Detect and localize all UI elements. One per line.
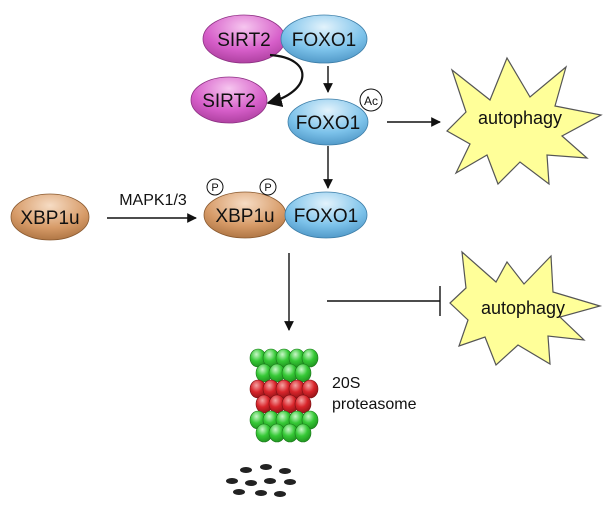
foxo1-label-top: FOXO1 (292, 30, 356, 51)
sirt2-release-arrow (266, 53, 304, 108)
foxo1-node-top: FOXO1 (280, 14, 368, 64)
proteasome-subunit (294, 363, 312, 383)
sirt2-node-top: SIRT2 (202, 14, 286, 64)
inhibits-autophagy-line (327, 286, 441, 316)
foxo1-node-bound: FOXO1 (284, 191, 368, 239)
autophagy-starburst-top: autophagy (446, 56, 603, 186)
acetyl-label: Ac (364, 94, 378, 108)
proteasome-label-line1: 20S (332, 375, 360, 392)
sirt2-label-released: SIRT2 (202, 91, 256, 112)
peptide-fragment (264, 478, 276, 484)
autophagy-label-top: autophagy (478, 108, 562, 128)
proteasome-label-line2: proteasome (332, 396, 417, 413)
foxo1-label-acetylated: FOXO1 (296, 113, 360, 134)
proteasome-20s (249, 348, 319, 443)
peptide-fragment (245, 480, 257, 486)
peptide-fragment (233, 489, 245, 495)
phospho-label-1: P (211, 182, 218, 194)
peptide-fragment (260, 464, 272, 470)
proteasome-subunit (294, 423, 312, 443)
phospho-badge-2: P (259, 178, 277, 196)
proteasome-subunit (294, 394, 312, 414)
acetyl-badge: Ac (359, 88, 383, 112)
peptide-fragment (279, 468, 291, 474)
foxo1-node-acetylated: FOXO1 (287, 98, 369, 146)
phospho-badge-1: P (206, 178, 224, 196)
peptide-fragment (284, 479, 296, 485)
sirt2-label-top: SIRT2 (217, 30, 271, 51)
autophagy-starburst-bottom: autophagy (449, 250, 603, 367)
xbp1u-node-left: XBP1u (10, 193, 90, 241)
sirt2-node-released: SIRT2 (190, 76, 268, 124)
autophagy-label-bottom: autophagy (481, 298, 565, 318)
peptide-fragment (240, 467, 252, 473)
peptide-fragment (226, 478, 238, 484)
xbp1u-label-phosphorylated: XBP1u (215, 206, 274, 227)
peptide-fragment (274, 491, 286, 497)
peptide-fragments (226, 464, 296, 497)
proteasome-subunit (301, 379, 319, 399)
peptide-fragment (255, 490, 267, 496)
mapk-label: MAPK1/3 (119, 192, 187, 209)
xbp1u-label-left: XBP1u (20, 208, 79, 229)
phospho-label-2: P (264, 182, 271, 194)
foxo1-label-bound: FOXO1 (294, 206, 358, 227)
proteasome-subunit (301, 348, 319, 368)
xbp1u-node-phosphorylated: XBP1u (203, 191, 287, 239)
